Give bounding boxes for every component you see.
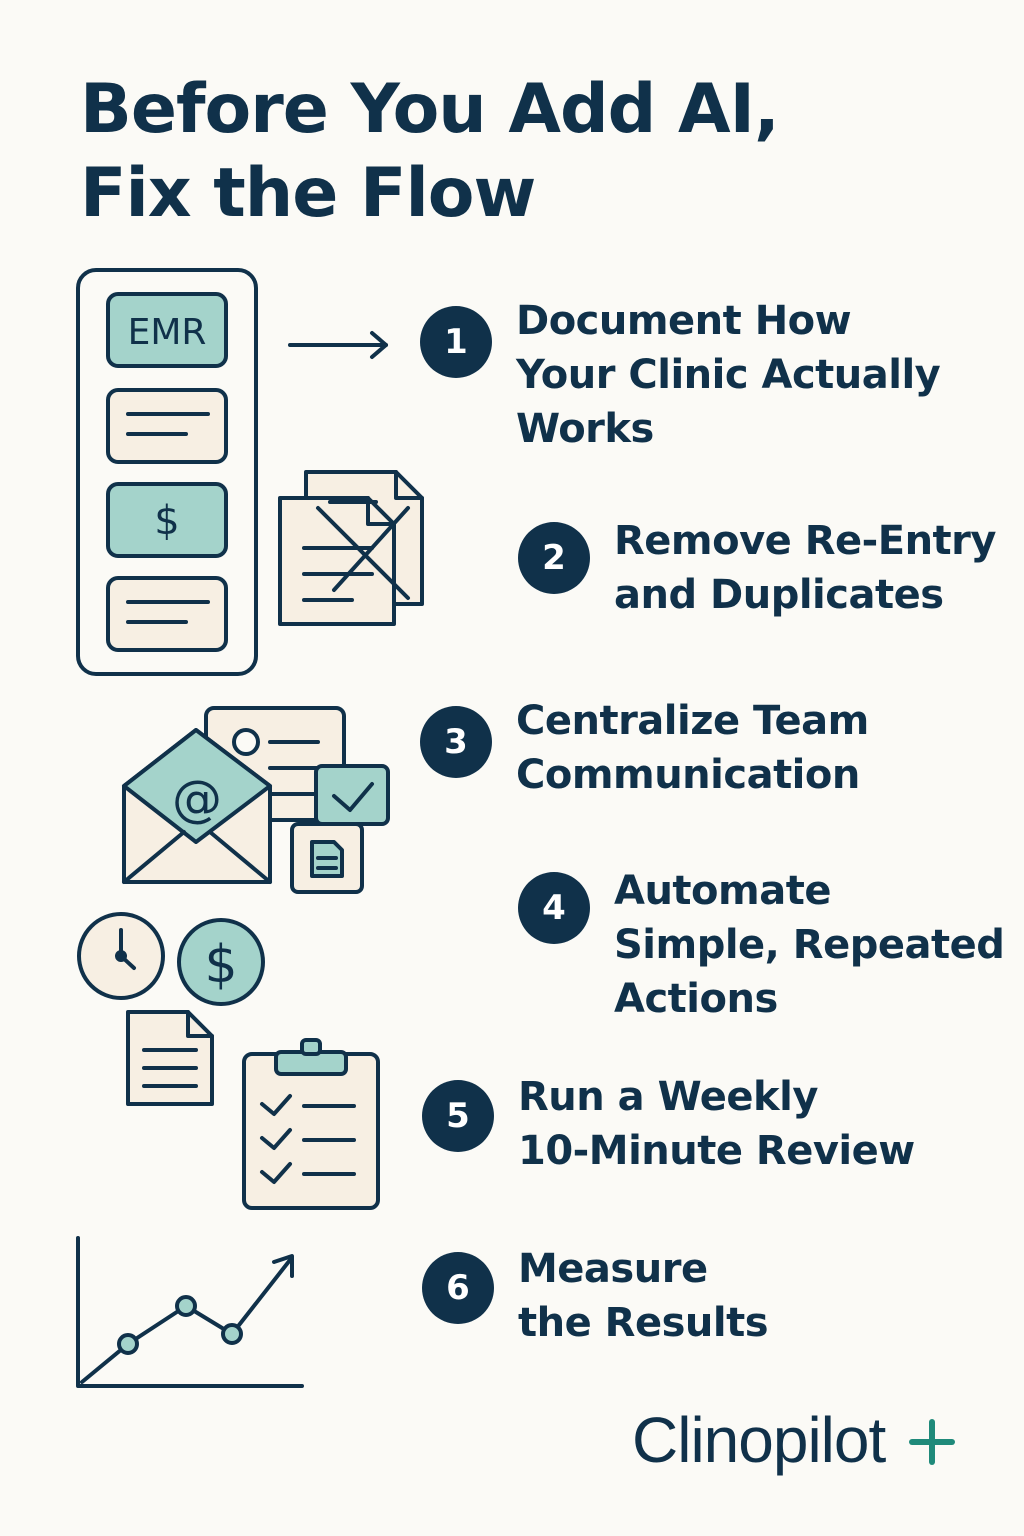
step-1-badge: 1 (420, 306, 492, 378)
page-title: Before You Add AI, Fix the Flow (80, 68, 780, 236)
step-1-text: Document How Your Clinic Actually Works (516, 294, 941, 456)
envelope-icon: @ (122, 728, 272, 884)
step-3-line-1: Centralize Team (516, 698, 869, 744)
step-1: 1 Document How Your Clinic Actually Work… (420, 298, 941, 456)
step-3-badge: 3 (420, 706, 492, 778)
title-line-1: Before You Add AI, (80, 70, 780, 149)
step-5-badge: 5 (422, 1080, 494, 1152)
step-6-text: Measure the Results (518, 1242, 769, 1350)
communication-icon: @ (122, 706, 390, 894)
emr-dollar-label: $ (154, 498, 179, 544)
step-4-line-3: Actions (614, 976, 778, 1022)
step-5-line-2: 10-Minute Review (518, 1128, 915, 1174)
coin-dollar-label: $ (204, 935, 237, 995)
step-3-line-2: Communication (516, 752, 860, 798)
step-1-line-3: Works (516, 406, 654, 452)
step-6-line-2: the Results (518, 1300, 769, 1346)
step-1-line-1: Document How (516, 298, 852, 344)
step-3: 3 Centralize Team Communication (420, 698, 869, 802)
document-cross-icon (278, 470, 424, 626)
step-5-line-1: Run a Weekly (518, 1074, 818, 1120)
step-5-text: Run a Weekly 10-Minute Review (518, 1070, 915, 1178)
emr-device-icon: EMR $ (76, 268, 258, 676)
step-6-badge: 6 (422, 1252, 494, 1324)
at-symbol: @ (172, 770, 222, 828)
step-2-line-2: and Duplicates (614, 572, 944, 618)
title-line-2: Fix the Flow (80, 154, 536, 233)
step-4-line-2: Simple, Repeated (614, 922, 1005, 968)
step-1-line-2: Your Clinic Actually (516, 352, 941, 398)
clipboard-checklist-icon (242, 1038, 380, 1210)
brand-logo: Clinopilot (632, 1404, 886, 1476)
clock-icon (77, 912, 165, 1000)
emr-label: EMR (128, 312, 207, 353)
step-4-badge: 4 (518, 872, 590, 944)
arrow-right-icon (288, 331, 388, 359)
step-4-text: Automate Simple, Repeated Actions (614, 864, 1005, 1026)
plus-icon (909, 1419, 955, 1465)
step-2-text: Remove Re-Entry and Duplicates (614, 514, 996, 622)
document-icon (126, 1010, 214, 1106)
check-icon (314, 764, 390, 826)
step-3-text: Centralize Team Communication (516, 694, 869, 802)
step-2-badge: 2 (518, 522, 590, 594)
step-2: 2 Remove Re-Entry and Duplicates (518, 518, 996, 622)
step-4: 4 Automate Simple, Repeated Actions (518, 868, 1005, 1026)
step-6-line-1: Measure (518, 1246, 708, 1292)
dollar-coin-icon: $ (177, 918, 265, 1006)
step-5: 5 Run a Weekly 10-Minute Review (422, 1074, 915, 1178)
step-2-line-1: Remove Re-Entry (614, 518, 996, 564)
step-4-line-1: Automate (614, 868, 831, 914)
step-6: 6 Measure the Results (422, 1246, 769, 1350)
line-chart-icon (76, 1236, 304, 1388)
file-icon (290, 822, 364, 894)
